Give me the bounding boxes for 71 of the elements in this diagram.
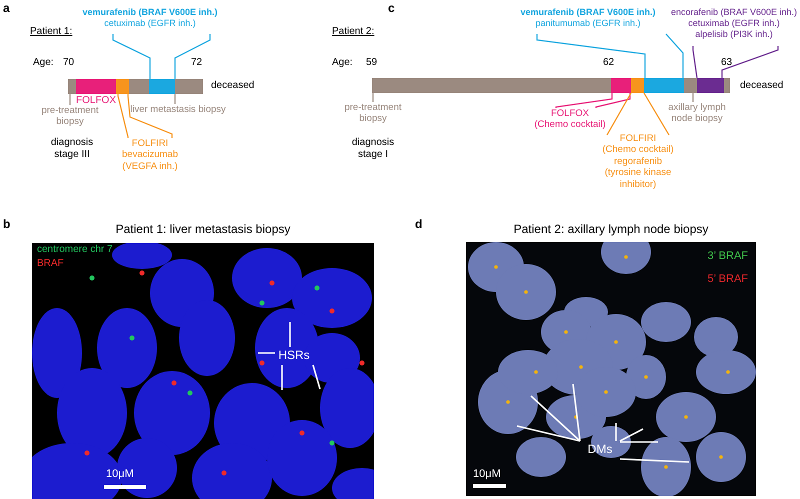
timeline-segment <box>116 79 129 94</box>
diagnosis-label: diagnosis stage I <box>350 137 396 161</box>
age-value: 70 <box>63 57 74 69</box>
leader-line <box>289 322 291 347</box>
age-value: 62 <box>603 57 614 69</box>
timeline-segment <box>697 78 724 93</box>
leader-line <box>666 34 684 78</box>
leader-line <box>615 423 617 441</box>
patient-heading: Patient 1: <box>30 26 72 38</box>
biopsy-label: pre-treatment biopsy <box>337 102 409 125</box>
leader-line <box>572 384 581 442</box>
scale-label: 10μM <box>473 468 501 482</box>
leader-line <box>721 46 779 78</box>
treatment-label: encorafenib (BRAF V600E inh.) cetuximab (EGFR inh.) alpelisib (PI3K inh.) <box>668 7 800 40</box>
leader-line <box>643 92 670 136</box>
axis-label: Age: <box>332 57 353 69</box>
leader-line <box>536 34 646 78</box>
leader-line <box>174 34 211 79</box>
treatment-label: FOLFOX (Chemo cocktail) <box>528 108 612 131</box>
callout-label: HSRs <box>275 347 313 364</box>
age-value: 59 <box>366 57 378 69</box>
timeline-bar <box>372 78 730 93</box>
leader-line <box>312 364 321 390</box>
leader-line <box>606 92 632 136</box>
age-value: 63 <box>721 57 732 69</box>
leader-line <box>516 425 580 442</box>
biopsy-label: liver metastasis biopsy <box>130 104 226 116</box>
panel-letter: a <box>3 1 10 16</box>
leader-line <box>258 352 275 354</box>
timeline-bar <box>68 79 203 94</box>
panel-title: Patient 2: axillary lymph node biopsy <box>512 222 710 236</box>
panel-letter: b <box>3 217 10 232</box>
timeline-segment <box>631 78 644 93</box>
panel-title: Patient 1: liver metastasis biopsy <box>114 222 292 236</box>
timeline-segment <box>611 78 631 93</box>
leader-line <box>530 395 581 442</box>
leader-line <box>117 94 129 138</box>
timeline-segment <box>76 79 116 94</box>
scale-label: 10μM <box>106 468 134 482</box>
biopsy-label: pre-treatment biopsy <box>34 105 106 128</box>
panel-letter: d <box>415 217 422 232</box>
outcome-label: deceased <box>211 80 254 92</box>
leader-line <box>620 428 644 442</box>
leader-line <box>127 94 173 138</box>
panel-letter: c <box>388 1 395 16</box>
leader-line <box>620 441 658 443</box>
treatment-label: FOLFOX <box>76 95 116 106</box>
leader-line <box>69 94 71 105</box>
leader-line <box>692 46 698 78</box>
leader-line <box>555 93 613 108</box>
legend-text: 3’ BRAF <box>706 250 748 264</box>
leader-line <box>595 93 631 108</box>
leader-line <box>112 34 151 79</box>
diagnosis-label: diagnosis stage III <box>50 137 94 161</box>
leader-line <box>620 458 690 463</box>
treatment-label: FOLFIRI bevacizumab (VEGFA inh.) <box>106 138 194 172</box>
legend-text: 5’ BRAF <box>706 273 748 286</box>
legend-text: centromere chr 7 <box>37 244 113 256</box>
age-value: 72 <box>191 57 202 69</box>
legend-text: BRAF <box>37 258 64 270</box>
timeline-segment <box>644 78 684 93</box>
treatment-label: vemurafenib (BRAF V600E inh.) cetuximab (EGFR inh.) <box>68 7 232 29</box>
patient-heading: Patient 2: <box>332 26 374 38</box>
treatment-label: vemurafenib (BRAF V600E inh.) panitumumab (EGFR inh.) <box>510 7 666 29</box>
timeline-segment <box>149 79 175 94</box>
biopsy-label: axillary lymph node biopsy <box>660 102 734 125</box>
outcome-label: deceased <box>740 80 784 92</box>
axis-label: Age: <box>33 57 54 69</box>
leader-line <box>281 365 283 390</box>
leader-line <box>174 94 176 104</box>
treatment-label: FOLFIRI (Chemo cocktail) regorafenib (tyrosine kinase inhibitor) <box>588 133 688 190</box>
